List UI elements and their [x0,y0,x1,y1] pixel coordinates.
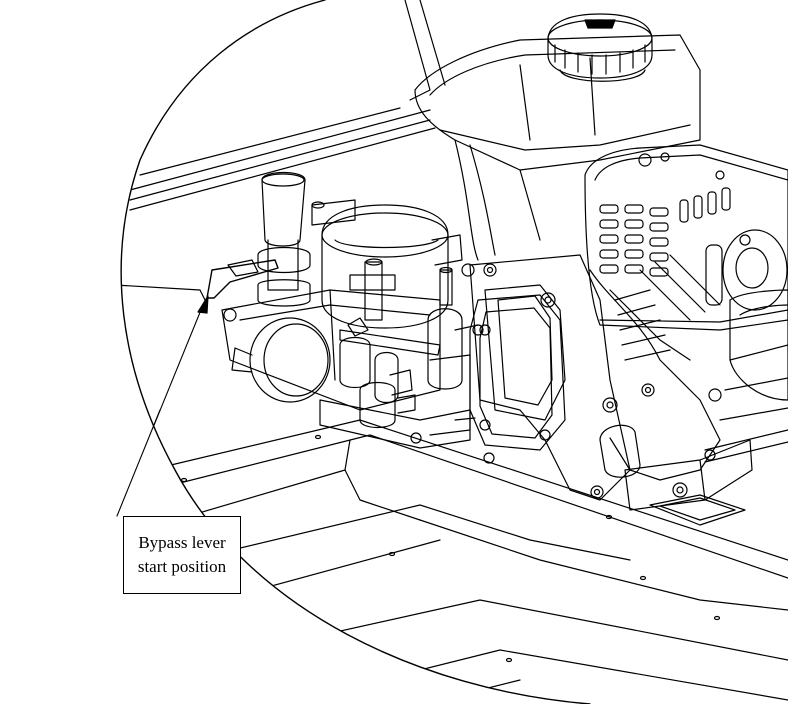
bypass-lever-callout: Bypass lever start position [123,516,241,594]
pressure-gauge-icon [231,317,331,403]
vent-slots [599,187,731,306]
enclosure-panels [121,0,788,701]
oil-plug [599,424,641,478]
bypass-lever [206,259,279,299]
pressure-pump [206,171,484,449]
fuel-cap [547,13,653,79]
pump-coupling [429,294,566,451]
callout-line-1: Bypass lever [138,533,226,552]
detail-content [121,0,788,701]
detail-circle-outline [120,0,591,704]
recoil-starter [722,229,788,311]
engine-block [469,254,788,511]
fuel-tank [414,13,701,261]
engine-shroud [584,144,788,401]
callout-line-2: start position [137,557,227,576]
